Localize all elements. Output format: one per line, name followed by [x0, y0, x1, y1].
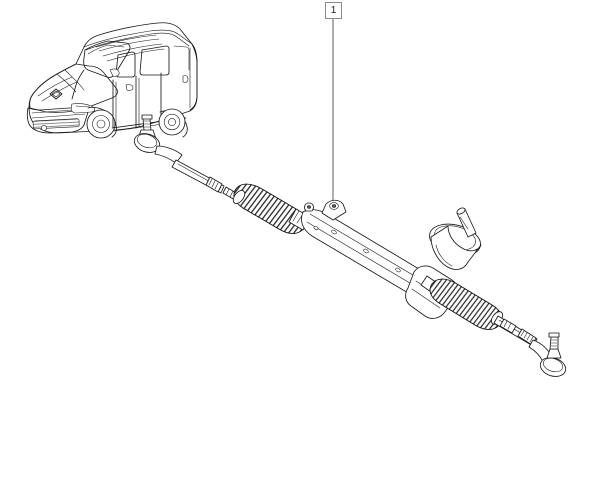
rack-mounting-bracket: [321, 199, 347, 221]
vehicle-illustration: [26, 22, 198, 139]
right-bellows-boot: [429, 278, 504, 330]
callout-label-1[interactable]: 1: [325, 2, 342, 19]
left-bellows-boot: [232, 183, 307, 234]
right-tie-rod-end-ball-joint: [539, 332, 567, 377]
rack-rear-mounting-lug: [304, 202, 314, 212]
left-tie-rod: [171, 159, 239, 201]
pinion-input-shaft: [456, 207, 477, 238]
steering-rack-assembly: [133, 114, 567, 377]
rack-housing-tube: [288, 199, 445, 304]
left-tie-rod-end-ball-joint: [133, 114, 183, 164]
right-tie-rod: [493, 315, 553, 363]
pinion-dust-cover: [429, 223, 482, 270]
